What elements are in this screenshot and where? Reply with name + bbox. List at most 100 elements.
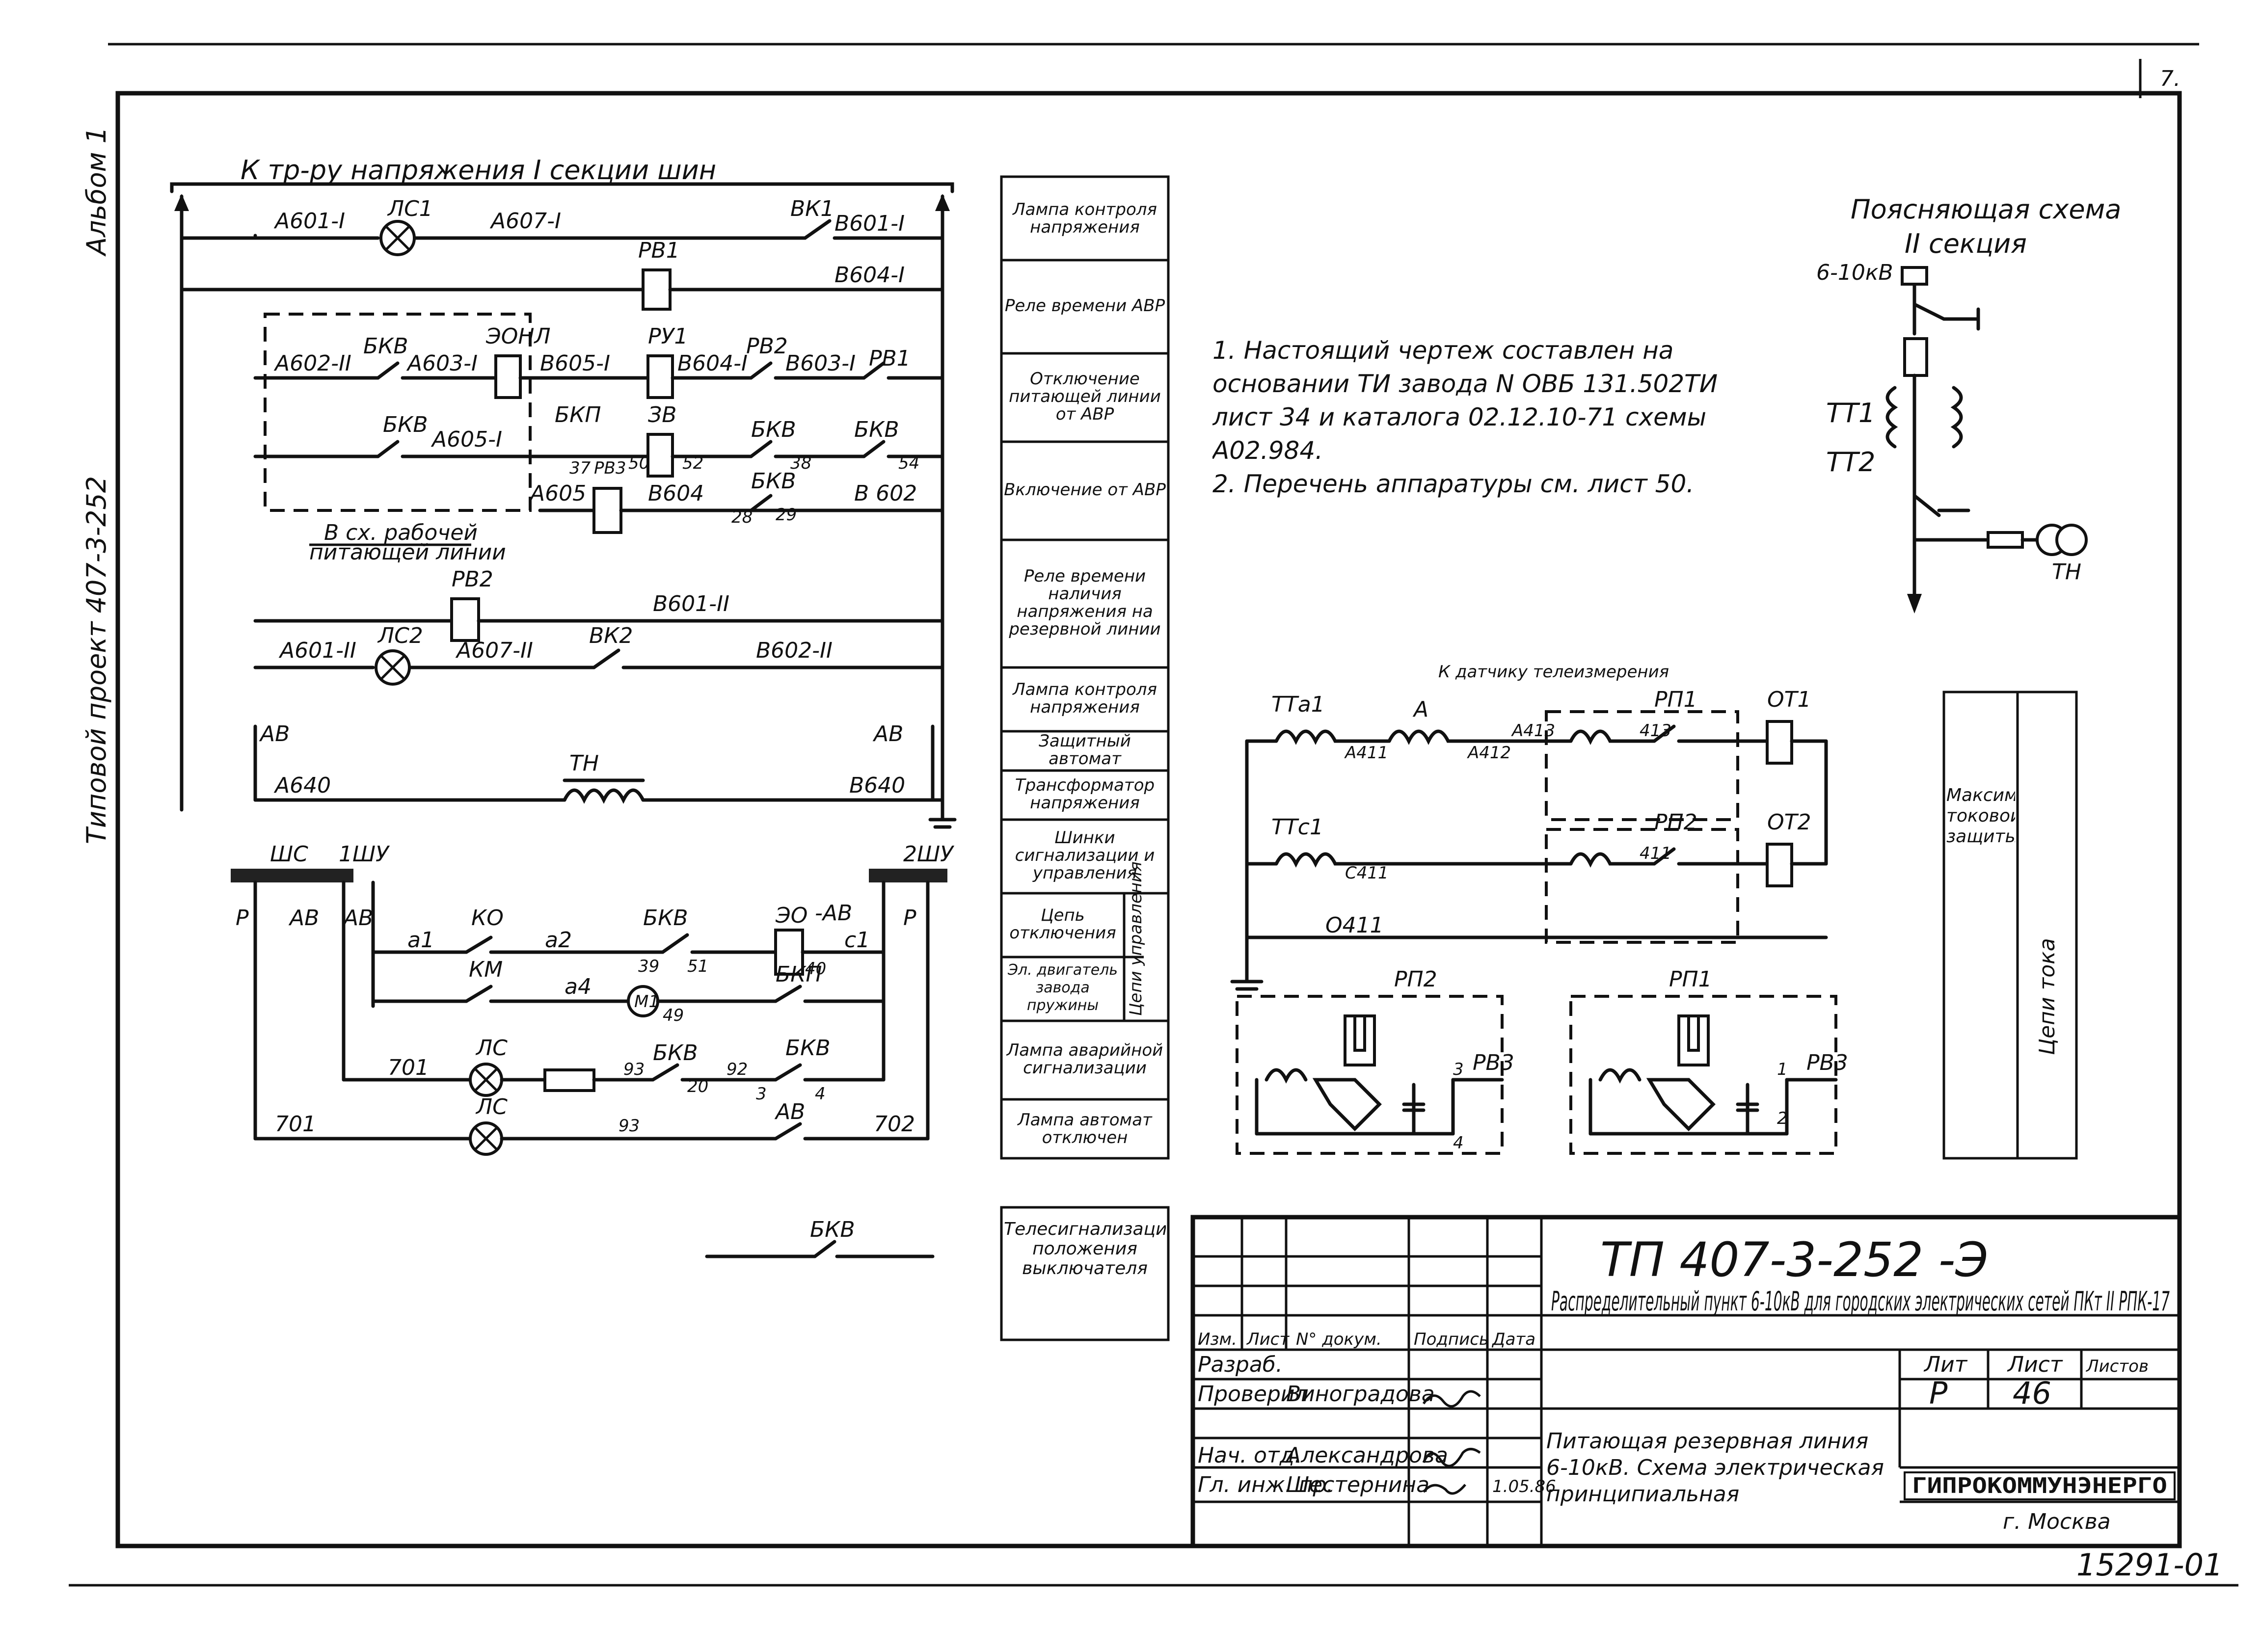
label-bkv-4: БКВ (854, 417, 899, 442)
rp2-bridge (1312, 1078, 1382, 1131)
winding-th (563, 788, 645, 804)
label-rv3-left: РВ3 (1473, 1050, 1514, 1075)
coil-eo (774, 929, 804, 976)
label-av-right: АВ (872, 721, 903, 746)
label-52: 52 (682, 453, 703, 473)
label-rv3: РВ3 (594, 458, 626, 478)
tb-name-3: Шестернина (1286, 1472, 1429, 1497)
bus-header: К тр-ру напряжения I секции шин (241, 155, 716, 186)
coil-ru1 (646, 354, 674, 399)
explain-breaker (1903, 337, 1928, 377)
note-working-line: В сх. рабочей (324, 520, 478, 545)
label-413: 413 (1640, 721, 1671, 741)
label-51: 51 (687, 957, 708, 976)
label-b601-2: В601-II (653, 591, 729, 616)
label-bkv-3: БКВ (751, 417, 796, 442)
note-1: 1. Настоящий чертеж составлен на основан… (1212, 336, 1718, 465)
label-411: 411 (1640, 844, 1671, 863)
rp1-bridge (1646, 1078, 1716, 1131)
label-p-right: Р (903, 906, 916, 931)
label-b604-1: В604-I (834, 263, 905, 288)
label-a607-2: А607-II (455, 638, 533, 663)
label-28: 28 (731, 507, 753, 527)
rp1-coil (1569, 729, 1617, 745)
explain-ct1 (1885, 386, 1898, 449)
note-2: 2. Перечень аппаратуры см. лист 50. (1212, 470, 1695, 498)
legend-item-3: Включение от АВР (1004, 480, 1166, 500)
label-ko: КО (471, 906, 504, 931)
label-49: 49 (663, 1006, 684, 1025)
label-a601-1: А601-I (273, 209, 345, 234)
signature-1 (1422, 1390, 1481, 1408)
label-b602: В 602 (854, 481, 917, 506)
label-av-2: АВ (342, 906, 373, 931)
label-av-1: АВ (288, 906, 319, 931)
coil-ot2 (1766, 843, 1793, 887)
bus-brace (170, 182, 954, 193)
label-m1: М1 (634, 992, 659, 1012)
label-a413: А413 (1511, 721, 1555, 741)
tb-org-logo: ГИПРОКОММУНЭНЕРГО (1912, 1473, 2167, 1498)
project-label: Типовой проект 407-3-252 (81, 476, 112, 844)
label-702: 702 (874, 1112, 915, 1137)
notes-block: 1. Настоящий чертеж составлен на основан… (1212, 336, 1718, 498)
tb-role-1: Проверил (1198, 1382, 1309, 1407)
rp1-detail-box (1569, 995, 1837, 1155)
label-bkv-2: БКВ (383, 412, 428, 437)
label-rv1-b: РВ1 (869, 346, 911, 371)
label-50: 50 (628, 453, 649, 473)
label-93: 93 (623, 1060, 645, 1079)
legend-group: Цепи управления (1126, 861, 1146, 1016)
album-label: Альбом 1 (81, 127, 112, 257)
dashed-block-left (264, 313, 532, 512)
label-pin-3: 3 (1453, 1060, 1464, 1079)
label-ot2: ОТ2 (1767, 810, 1811, 835)
label-rp2: РП2 (1654, 810, 1697, 835)
rp2-detail-winding (1265, 1068, 1308, 1084)
coil-eon (494, 354, 522, 399)
label-rv2: РВ2 (746, 334, 788, 359)
label-bkp-c: БКП (776, 962, 822, 987)
legend-item-1: Реле времени АВР (1004, 295, 1165, 316)
label-pin-2: 2 (1777, 1109, 1788, 1128)
ct-tta1 (1245, 729, 1367, 745)
label-bkp: БКП (555, 402, 601, 427)
label-29: 29 (776, 505, 797, 525)
legend-item-0: Лампа контроля напряжения (1013, 200, 1157, 237)
label-shc: ШС (270, 842, 308, 867)
label-rv1: РВ1 (638, 238, 680, 263)
tb-head-date: Дата (1491, 1330, 1535, 1349)
label-bkv-c3: БКВ (785, 1036, 831, 1061)
explain-section: II секция (1905, 228, 2027, 259)
label-a1: а1 (407, 928, 434, 953)
tb-sheet: 46 (2013, 1375, 2051, 1411)
label-pin-4: 4 (1453, 1133, 1464, 1153)
label-37: 37 (569, 458, 591, 478)
label-ammeter: А (1412, 697, 1428, 722)
label-54: 54 (898, 453, 919, 473)
label-4: 4 (815, 1084, 826, 1104)
bus-2shu (869, 869, 947, 882)
label-rv3-right: РВ3 (1806, 1050, 1848, 1075)
title-block (1190, 1215, 2182, 1548)
contact-bk1 (803, 219, 832, 240)
explain-bus-mark (1901, 266, 1928, 286)
label-av-b: АВ (774, 1099, 805, 1124)
label-b604-1b: В604-I (677, 351, 748, 376)
label-39: 39 (638, 957, 659, 976)
tb-lit: Р (1929, 1375, 1948, 1411)
signature-3 (1423, 1484, 1466, 1495)
label-rp2-detail: РП2 (1394, 967, 1437, 992)
label-vk2: ВК2 (589, 623, 633, 648)
label-20: 20 (687, 1077, 708, 1096)
label-93b: 93 (619, 1116, 640, 1136)
label-c1: с1 (844, 928, 870, 953)
tb-name-2: Александрова (1285, 1443, 1448, 1468)
coil-zv (646, 433, 674, 478)
label-lc1: ЛС1 (387, 196, 433, 221)
label-bkv-c2: БКВ (653, 1040, 698, 1066)
label-bkv-tele: БКВ (810, 1217, 855, 1242)
bus-shs (231, 869, 353, 882)
tb-city: г. Москва (2003, 1509, 2111, 1534)
label-a607-1: А607-I (489, 209, 561, 234)
